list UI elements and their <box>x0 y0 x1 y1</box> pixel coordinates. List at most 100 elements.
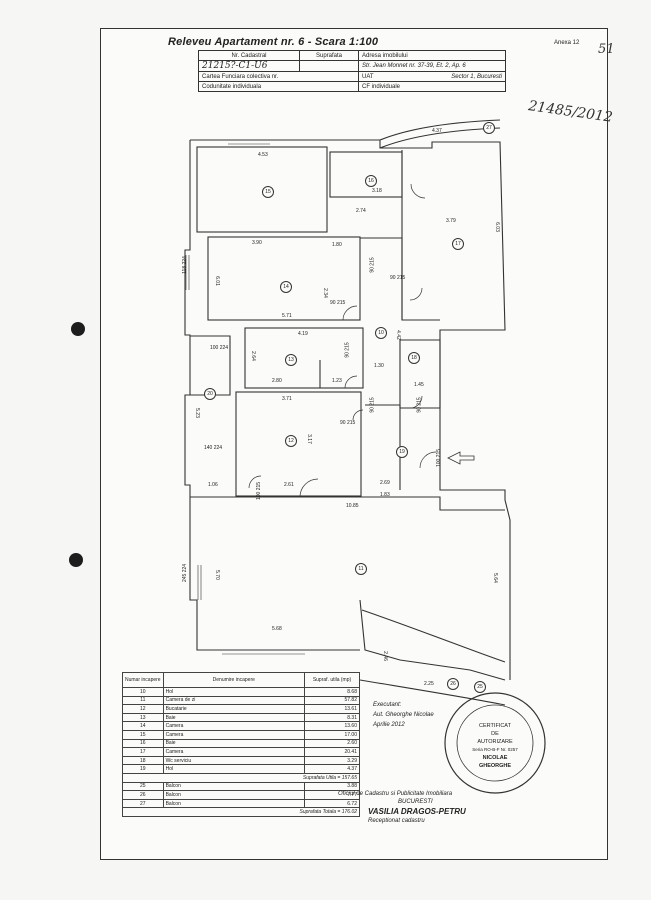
legend-cell-area: 2.60 <box>304 738 360 749</box>
room-number-12: 12 <box>285 435 297 447</box>
legend-cell-name: Hol <box>162 687 306 697</box>
room-number-26: 26 <box>447 678 459 690</box>
dim-label: 4.42 <box>394 330 401 340</box>
legend-col-number: Numar incapere <box>122 672 164 688</box>
legend-cell-area: 13.61 <box>304 704 360 714</box>
opening-label: 245 224 <box>182 563 189 583</box>
dim-label: 3.17 <box>305 434 312 444</box>
executant-name: Aut. Gheorghe Nicolae <box>373 712 434 718</box>
legend-col-area: Supraf. utila (mp) <box>304 672 360 688</box>
legend-cell-nr: 18 <box>122 755 164 766</box>
office-line: VASILIA DRAGOS-PETRU <box>368 807 466 816</box>
dim-label: 4.37 <box>432 128 442 134</box>
windows <box>185 139 305 655</box>
executant-label: Executant: <box>373 702 402 708</box>
dim-label: 4.53 <box>258 152 268 158</box>
opening-label: 118 224 <box>181 256 188 274</box>
legend-cell-area: 4.37 <box>304 764 360 774</box>
stamp-line: Seria RO-B-F Nr. 0257 <box>472 747 518 752</box>
dim-label: 2.69 <box>380 480 390 486</box>
legend-cell-area: 13.60 <box>304 721 360 731</box>
legend-cell-nr: 16 <box>122 738 164 749</box>
plan-walls <box>184 119 511 706</box>
legend-cell-nr: 15 <box>122 729 164 740</box>
room-number-17: 17 <box>452 238 464 250</box>
legend-cell-nr: 17 <box>122 747 164 757</box>
suprafata-utila: Suprafata Utila = 157.65 <box>122 772 360 783</box>
opening-label: 100 215 <box>256 481 263 501</box>
dim-label: 3.79 <box>446 218 456 224</box>
legend-cell-area: 17.00 <box>304 729 360 740</box>
dim-label: 2.34 <box>321 288 328 298</box>
opening-label: 90 215 <box>340 420 356 426</box>
dim-label: 1.30 <box>374 363 384 369</box>
anexa-label: Anexa 12 <box>554 40 580 46</box>
legend-cell-nr: 19 <box>122 764 164 774</box>
legend-cell-name: Baie <box>162 738 306 749</box>
legend-col-name: Denumire incapere <box>162 672 306 688</box>
suprafata-totala: Suprafata Totala = 176.02 <box>122 807 360 817</box>
dim-label: 6.01 <box>213 276 220 286</box>
stamp-line: AUTORIZARE <box>477 739 513 745</box>
room-number-19: 19 <box>396 446 408 458</box>
dim-label: 1.23 <box>332 378 342 384</box>
legend-cell-name: Camera <box>162 747 306 757</box>
suprafata-totala-value: Suprafata Totala = 176.02 <box>122 807 360 817</box>
dim-label: 1.45 <box>414 382 424 388</box>
dim-label: 5.70 <box>213 570 220 580</box>
opening-label: 140 224 <box>204 445 223 451</box>
stamp-line: DE <box>491 731 499 737</box>
opening-label: 100 215 <box>436 448 443 468</box>
handwritten-corner-number: 51 <box>598 42 615 57</box>
legend-cell-nr: 26 <box>122 790 164 800</box>
room-number-13: 13 <box>285 354 297 366</box>
legend-cell-area: 8.68 <box>304 687 360 697</box>
legend-cell-name: Hol <box>162 764 306 774</box>
header-table: Nr. Cadastral Suprafata Adresa imobilulu… <box>198 50 506 92</box>
legend-cell-nr: 25 <box>122 781 164 792</box>
dim-label: 2.46 <box>381 651 388 661</box>
legend-cell-nr: 12 <box>122 704 164 714</box>
punch-hole-top <box>71 322 85 336</box>
legend-cell-name: Balcon <box>162 781 306 792</box>
room-number-16: 16 <box>365 175 377 187</box>
executant-date: Aprilie 2012 <box>373 722 405 728</box>
office-line: BUCURESTI <box>398 799 433 805</box>
dim-label: 3.71 <box>282 396 292 402</box>
legend-cell-nr: 10 <box>122 687 164 697</box>
legend-cell-name: Camera <box>162 729 306 740</box>
opening-label: 90 215 <box>344 342 351 358</box>
ocpi-stamp: Oficiul de Cadastru si Publicitate Imobi… <box>338 790 466 825</box>
dim-label: 2.64 <box>249 351 256 361</box>
legend-cell-name: Balcon <box>162 790 306 800</box>
uat-value: Sector 1, Bucuresti <box>451 73 502 80</box>
uat-label: UAT <box>362 73 374 80</box>
legend-cell-area: 57.82 <box>304 695 360 706</box>
opening-label: 90 215 <box>369 257 376 273</box>
executant-block: Executant: Aut. Gheorghe Nicolae Aprilie… <box>373 700 434 730</box>
dim-label: 2.74 <box>356 208 366 214</box>
dim-label: 1.83 <box>380 492 390 498</box>
stamp-line: CERTIFICAT <box>479 723 511 729</box>
stamp-line: GHEORGHE <box>478 763 512 769</box>
legend-cell-nr: 11 <box>122 695 164 706</box>
legend-cell-name: Baie <box>162 712 306 723</box>
dim-label: 1.80 <box>332 242 342 248</box>
dim-label: 4.19 <box>298 331 308 337</box>
punch-hole-bottom <box>69 553 83 567</box>
entrance-arrow-icon <box>447 451 475 465</box>
door-swings <box>248 183 437 498</box>
dim-label: 2.25 <box>424 681 434 687</box>
room-number-20: 20 <box>204 388 216 400</box>
dim-label: 3.18 <box>372 188 382 194</box>
office-line: Oficiul de Cadastru si Publicitate Imobi… <box>338 791 453 797</box>
